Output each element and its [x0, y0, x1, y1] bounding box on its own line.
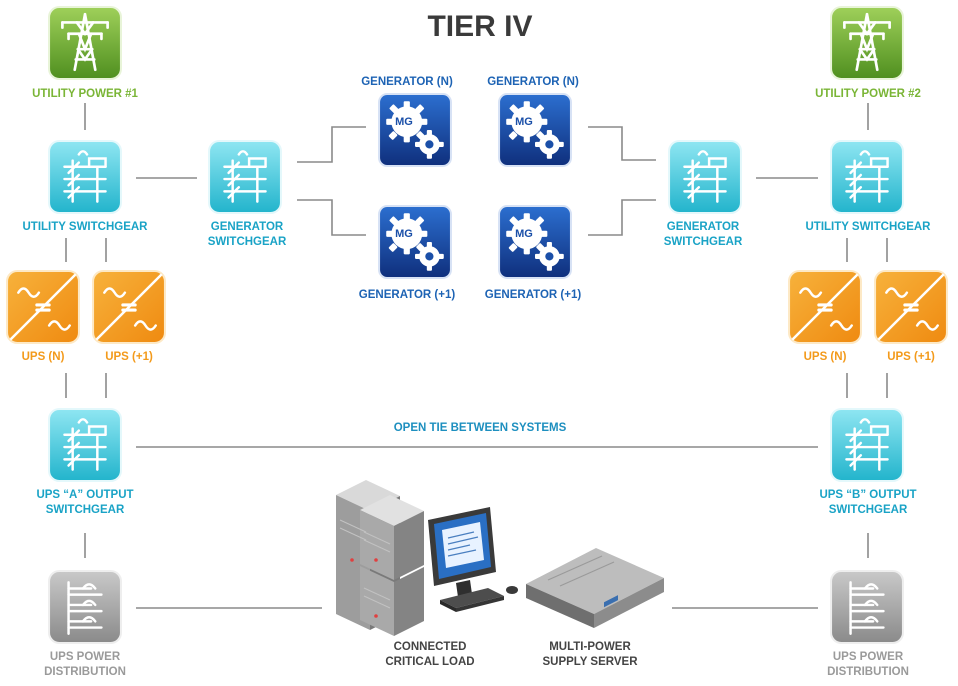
ups-power-distribution-right-line2: DISTRIBUTION: [827, 666, 909, 678]
generator-badge-text: MG: [515, 116, 533, 128]
ups-b-output-switchgear-icon: [830, 408, 904, 482]
ups-power-distribution-left-icon: [48, 570, 122, 644]
open-tie-label: OPEN TIE BETWEEN SYSTEMS: [393, 422, 567, 434]
multi-power-supply-server-line1: MULTI-POWER: [549, 641, 631, 653]
generator-plus1-1-icon: [378, 205, 452, 279]
utility-switchgear-right-icon: [830, 140, 904, 214]
multi-power-supply-server-label: MULTI-POWER SUPPLY SERVER: [528, 640, 652, 670]
generator-switchgear-right-icon: [668, 140, 742, 214]
ups-a-output-label: UPS “A” OUTPUT SWITCHGEAR: [15, 488, 155, 518]
utility-switchgear-left-icon: [48, 140, 122, 214]
ups-b-output-label: UPS “B” OUTPUT SWITCHGEAR: [798, 488, 938, 518]
ups-plus1-right-label: UPS (+1): [887, 351, 935, 363]
connected-critical-load-label: CONNECTED CRITICAL LOAD: [370, 640, 490, 670]
generator-n-1-label: GENERATOR (N): [361, 76, 453, 88]
generator-plus1-2-label: GENERATOR (+1): [484, 289, 582, 301]
ups-n-right-label: UPS (N): [803, 351, 847, 363]
utility-power-1-icon: [48, 6, 122, 80]
utility-power-2-label: UTILITY POWER #2: [815, 88, 921, 100]
utility-power-2-icon: [830, 6, 904, 80]
generator-n-1-icon: [378, 93, 452, 167]
ups-b-output-line1: UPS “B” OUTPUT: [819, 489, 917, 501]
generator-plus1-1-label: GENERATOR (+1): [358, 289, 456, 301]
ups-power-distribution-left-line1: UPS POWER: [49, 651, 121, 663]
generator-switchgear-right-line2: SWITCHGEAR: [663, 236, 743, 248]
generator-badge-text: MG: [395, 228, 413, 240]
generator-n-2-icon: [498, 93, 572, 167]
generator-plus1-2-icon: [498, 205, 572, 279]
ups-n-left-label: UPS (N): [21, 351, 65, 363]
generator-n-2-label: GENERATOR (N): [487, 76, 579, 88]
ups-power-distribution-left-line2: DISTRIBUTION: [44, 666, 126, 678]
ups-power-distribution-right-line1: UPS POWER: [832, 651, 904, 663]
generator-switchgear-right-line1: GENERATOR: [666, 221, 740, 233]
connected-critical-load-line2: CRITICAL LOAD: [385, 656, 475, 668]
page-title: TIER IV: [427, 10, 533, 43]
generator-switchgear-right-label: GENERATOR SWITCHGEAR: [648, 220, 758, 250]
generator-switchgear-left-line1: GENERATOR: [210, 221, 284, 233]
ups-power-distribution-left-label: UPS POWER DISTRIBUTION: [25, 650, 145, 680]
ups-n-left-icon: [6, 270, 80, 344]
monitor-icon: [428, 507, 518, 612]
ups-plus1-right-icon: [874, 270, 948, 344]
ups-plus1-left-label: UPS (+1): [105, 351, 153, 363]
server-tower-icon: [336, 480, 424, 636]
generator-badge-text: MG: [395, 116, 413, 128]
utility-switchgear-left-label: UTILITY SWITCHGEAR: [22, 221, 148, 233]
generator-switchgear-left-label: GENERATOR SWITCHGEAR: [192, 220, 302, 250]
ups-a-output-switchgear-icon: [48, 408, 122, 482]
utility-switchgear-right-label: UTILITY SWITCHGEAR: [805, 221, 931, 233]
connected-critical-load-line1: CONNECTED: [393, 641, 467, 653]
ups-b-output-line2: SWITCHGEAR: [828, 504, 908, 516]
utility-power-1-label: UTILITY POWER #1: [32, 88, 138, 100]
ups-power-distribution-right-label: UPS POWER DISTRIBUTION: [808, 650, 928, 680]
ups-n-right-icon: [788, 270, 862, 344]
multi-power-supply-server-line2: SUPPLY SERVER: [542, 656, 638, 668]
generator-badge-text: MG: [515, 228, 533, 240]
ups-a-output-line2: SWITCHGEAR: [45, 504, 125, 516]
ups-power-distribution-right-icon: [830, 570, 904, 644]
generator-switchgear-left-icon: [208, 140, 282, 214]
ups-a-output-line1: UPS “A” OUTPUT: [36, 489, 134, 501]
generator-switchgear-left-line2: SWITCHGEAR: [207, 236, 287, 248]
rack-server-icon: [526, 548, 664, 628]
ups-plus1-left-icon: [92, 270, 166, 344]
connection-lines: [65, 103, 888, 609]
